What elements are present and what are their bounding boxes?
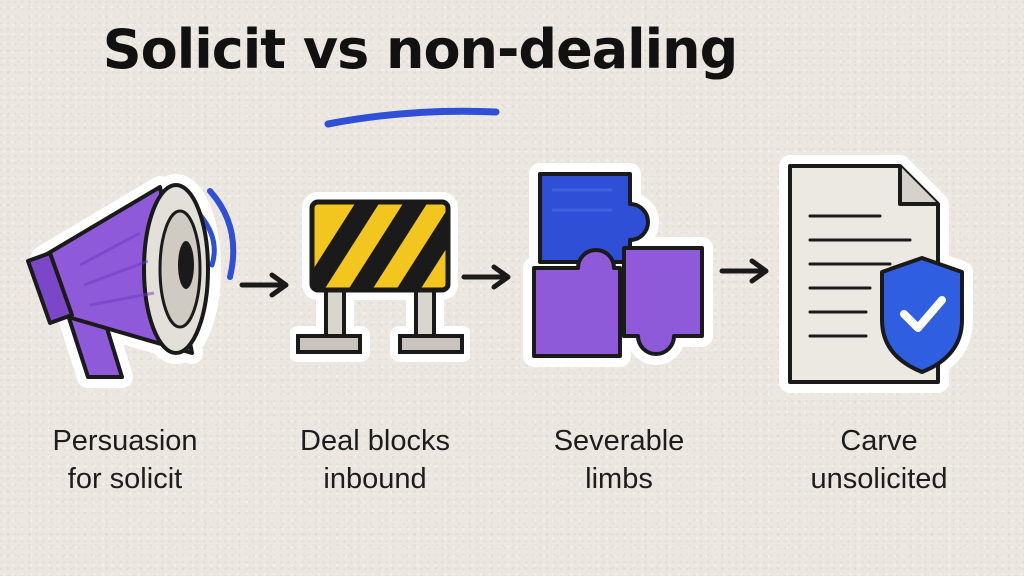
arrow-icon [461,264,511,290]
page-title: Solicit vs non-dealing [102,18,739,81]
megaphone-icon [26,174,237,388]
document-shield-icon [779,155,973,393]
arrow-icon [719,258,769,284]
arrow-icon [239,272,289,298]
step-label-carve: Carve unsolicited [810,425,948,495]
barrier-icon [290,192,470,362]
puzzle-pieces-icon [523,163,713,367]
step-label-persuasion: Persuasion for solicit [52,425,198,495]
step-label-severable: Severable limbs [553,425,685,495]
title-underline [324,107,500,128]
step-label-deal-blocks: Deal blocks inbound [300,425,450,495]
